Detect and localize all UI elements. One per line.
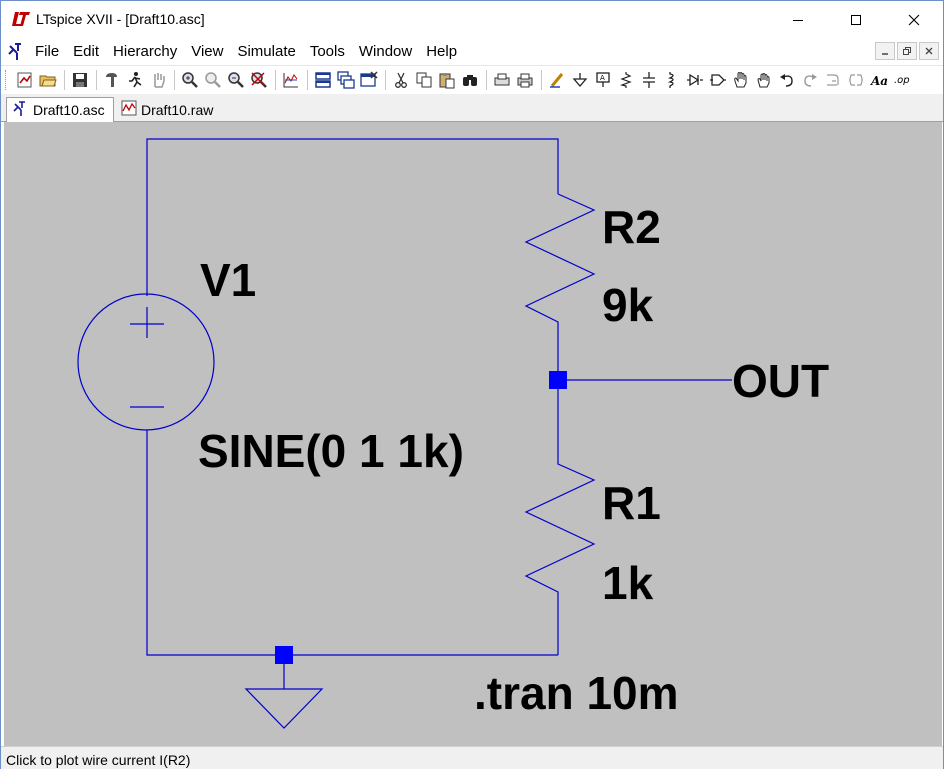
mirror-icon[interactable] xyxy=(845,69,867,91)
cascade-icon[interactable] xyxy=(335,69,357,91)
zoom-pan-icon[interactable] xyxy=(202,69,224,91)
schematic-drawing xyxy=(77,138,732,729)
menu-window[interactable]: Window xyxy=(358,43,413,60)
move-icon[interactable] xyxy=(730,69,752,91)
mdi-close-button[interactable] xyxy=(919,42,939,60)
drag-icon[interactable] xyxy=(753,69,775,91)
zoom-fit-icon[interactable] xyxy=(248,69,270,91)
label-net-icon[interactable]: A xyxy=(592,69,614,91)
text-icon[interactable]: Aa xyxy=(868,69,890,91)
print-icon[interactable] xyxy=(514,69,536,91)
tab-draft10-raw[interactable]: Draft10.raw xyxy=(115,97,221,122)
menu-view[interactable]: View xyxy=(191,43,224,60)
r2-value-label[interactable]: 9k xyxy=(602,279,654,331)
print-setup-icon[interactable] xyxy=(491,69,513,91)
minimize-icon xyxy=(882,53,888,55)
tab-draft10-asc[interactable]: Draft10.asc xyxy=(6,97,114,123)
ground-icon[interactable] xyxy=(569,69,591,91)
close-all-icon[interactable] xyxy=(358,69,380,91)
restore-icon xyxy=(903,47,911,55)
draw-wire-icon[interactable] xyxy=(546,69,568,91)
tab-label: Draft10.asc xyxy=(33,102,105,118)
menu-hierarchy[interactable]: Hierarchy xyxy=(113,43,178,60)
junction-out xyxy=(549,371,567,389)
menu-tools[interactable]: Tools xyxy=(309,43,345,60)
tile-horizontal-icon[interactable] xyxy=(312,69,334,91)
close-button[interactable] xyxy=(885,1,943,38)
menu-file[interactable]: File xyxy=(35,43,60,60)
zoom-out-icon[interactable] xyxy=(225,69,247,91)
menu-edit[interactable]: Edit xyxy=(73,43,100,60)
toolbar-grip[interactable] xyxy=(5,70,9,90)
rotate-icon[interactable] xyxy=(822,69,844,91)
toolbar: A Aa .op xyxy=(1,65,943,94)
component-icon[interactable] xyxy=(707,69,729,91)
r1-value-label[interactable]: 1k xyxy=(602,557,654,609)
run-icon[interactable] xyxy=(124,69,146,91)
capacitor-icon[interactable] xyxy=(638,69,660,91)
wire-bottom xyxy=(146,430,558,656)
junction-ground xyxy=(275,646,293,664)
svg-text:Aa: Aa xyxy=(870,74,888,88)
resistor-r2 xyxy=(524,193,596,380)
open-icon[interactable] xyxy=(37,69,59,91)
redo-icon[interactable] xyxy=(799,69,821,91)
svg-text:.op: .op xyxy=(894,75,910,86)
new-schematic-icon[interactable] xyxy=(14,69,36,91)
wire-top xyxy=(146,138,559,296)
window-title: LTspice XVII - [Draft10.asc] xyxy=(36,11,205,27)
document-tabs: Draft10.asc Draft10.raw xyxy=(1,94,943,123)
voltage-source-v1 xyxy=(77,293,215,431)
menu-help[interactable]: Help xyxy=(426,43,458,60)
autorange-icon[interactable] xyxy=(280,69,302,91)
diode-icon[interactable] xyxy=(684,69,706,91)
find-icon[interactable] xyxy=(459,69,481,91)
inductor-icon[interactable] xyxy=(661,69,683,91)
ground-symbol xyxy=(244,655,324,729)
halt-icon[interactable] xyxy=(147,69,169,91)
spice-directive-icon[interactable]: .op xyxy=(891,69,913,91)
mdi-restore-button[interactable] xyxy=(897,42,917,60)
r1-name-label[interactable]: R1 xyxy=(602,477,661,529)
minimize-button[interactable] xyxy=(769,1,827,38)
net-label-out[interactable]: OUT xyxy=(732,355,830,407)
maximize-button[interactable] xyxy=(827,1,885,38)
tab-label: Draft10.raw xyxy=(141,101,214,118)
menu-bar: File Edit Hierarchy View Simulate Tools … xyxy=(1,38,943,65)
save-icon[interactable] xyxy=(69,69,91,91)
v1-value-label[interactable]: SINE(0 1 1k) xyxy=(198,425,464,477)
title-bar[interactable]: LTspice XVII - [Draft10.asc] xyxy=(1,1,943,38)
paste-icon[interactable] xyxy=(436,69,458,91)
waveform-icon xyxy=(121,100,137,119)
menu-simulate[interactable]: Simulate xyxy=(237,43,296,60)
copy-icon[interactable] xyxy=(413,69,435,91)
resistor-icon[interactable] xyxy=(615,69,637,91)
svg-text:A: A xyxy=(600,74,605,82)
control-panel-icon[interactable] xyxy=(101,69,123,91)
plus-sign xyxy=(130,307,164,338)
close-icon xyxy=(925,47,933,55)
close-icon xyxy=(908,14,920,25)
schematic-canvas[interactable]: V1 SINE(0 1 1k) R2 9k OUT R1 1k .tran 10… xyxy=(4,122,942,746)
v1-name-label[interactable]: V1 xyxy=(200,254,257,306)
schematic-icon xyxy=(13,100,29,120)
undo-icon[interactable] xyxy=(776,69,798,91)
r2-name-label[interactable]: R2 xyxy=(602,201,661,253)
ltspice-logo-icon xyxy=(11,11,31,27)
minimize-icon xyxy=(793,19,803,21)
cut-icon[interactable] xyxy=(390,69,412,91)
maximize-icon xyxy=(851,14,861,25)
mdi-minimize-button[interactable] xyxy=(875,42,895,60)
resistor-r1 xyxy=(524,380,596,655)
document-system-menu-icon[interactable] xyxy=(7,42,27,62)
status-bar: Click to plot wire current I(R2) xyxy=(1,746,943,769)
spice-directive-label[interactable]: .tran 10m xyxy=(474,667,679,719)
status-text: Click to plot wire current I(R2) xyxy=(6,752,191,768)
zoom-in-icon[interactable] xyxy=(179,69,201,91)
